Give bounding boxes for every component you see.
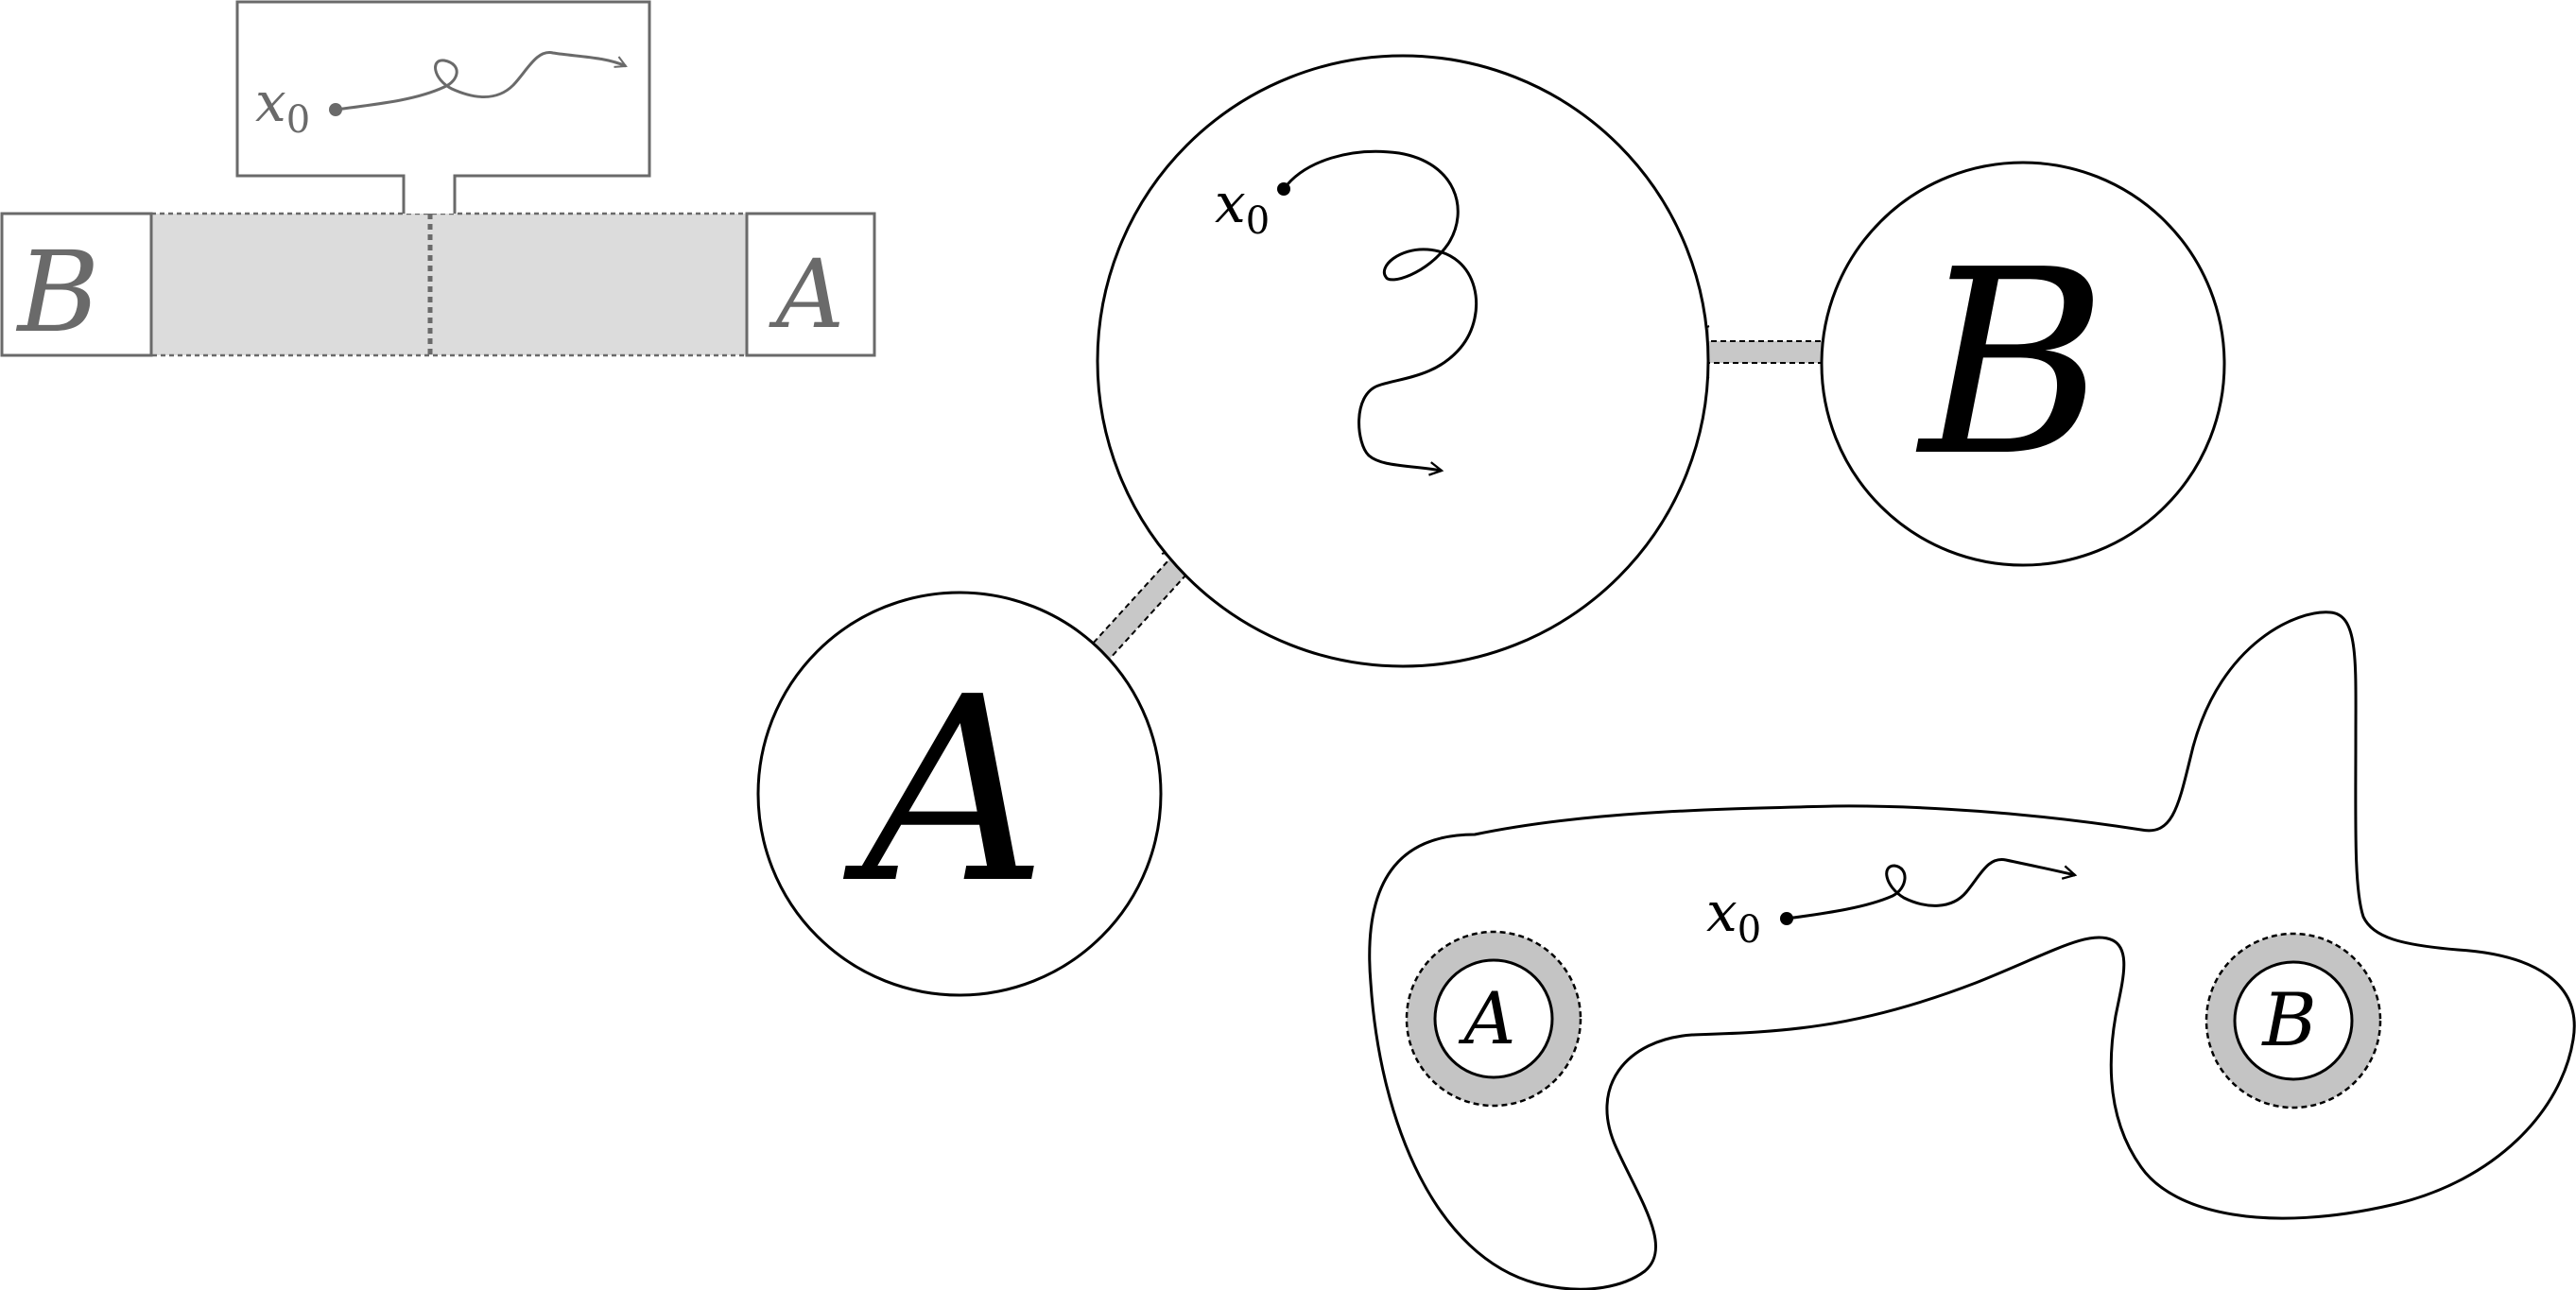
strip-start-point-label: x0 [255, 70, 310, 142]
small-circle [756, 591, 1163, 997]
connector-to-right-circle [1701, 340, 1824, 364]
left-hole [1433, 958, 1554, 1079]
blob-start-point-label: x0 [1706, 880, 1761, 952]
strip-path-curve [335, 51, 626, 112]
strip-start-point-dot [329, 103, 342, 116]
connector-to-small-circle [1090, 548, 1197, 662]
circle-path-curve [1282, 149, 1478, 471]
panel-circles: x0 A B [756, 54, 2226, 997]
right-hole [2233, 960, 2354, 1081]
circle-start-point-dot [1277, 182, 1290, 196]
panel-strip: x0 B A [0, 0, 876, 357]
strip-label-left: B [16, 227, 100, 357]
panel-blob: A B x0 [1368, 611, 2576, 1290]
right-hole-label: B [2260, 978, 2316, 1063]
small-circle-label: A [842, 642, 1046, 939]
blob-start-point-dot [1780, 912, 1793, 925]
right-circle-label: B [1916, 215, 2108, 512]
left-hole-label: A [1459, 976, 1516, 1060]
strip-right-end-box [745, 212, 876, 357]
strip-label-right: A [769, 239, 844, 350]
circle-start-point-label: x0 [1215, 171, 1270, 243]
main-circle [1096, 54, 1710, 668]
strip-upper-box [235, 0, 651, 214]
blob-outline [1368, 611, 2576, 1290]
right-circle [1820, 161, 2226, 567]
blob-path-curve [1786, 858, 2075, 920]
strip-left-end-box [0, 212, 153, 357]
strip-shaded-region [149, 212, 749, 357]
